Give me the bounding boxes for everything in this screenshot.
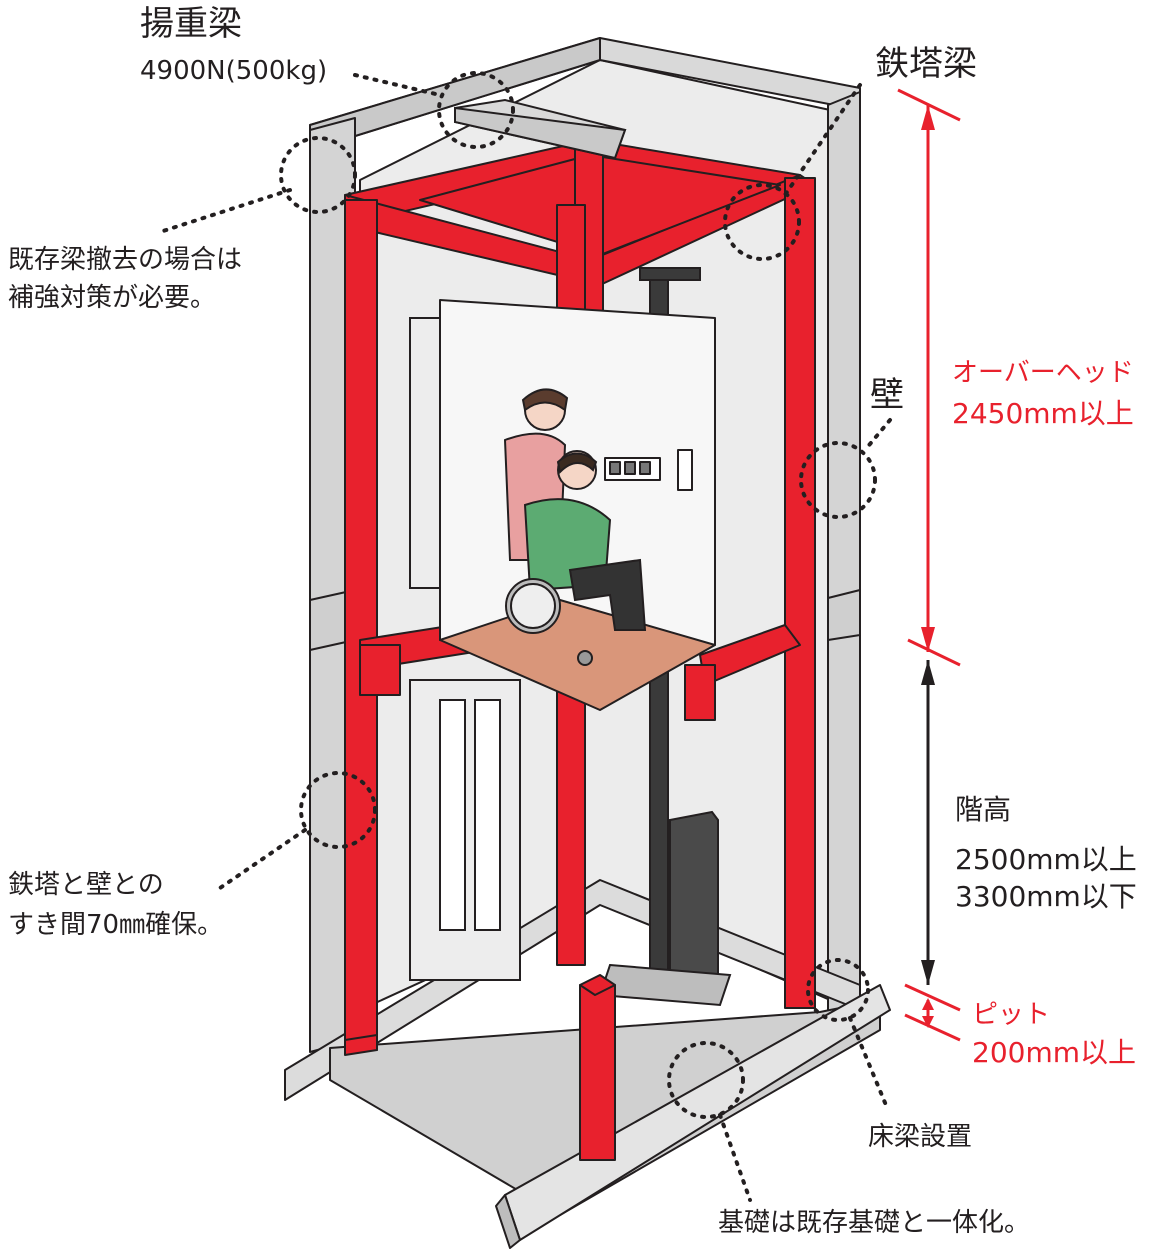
overhead-label: オーバーヘッド: [952, 358, 1134, 388]
hoist-beam-load: 4900N(500kg): [140, 56, 328, 86]
floor-height-max: 3300mm以下: [955, 880, 1137, 913]
tower-beam-label: 鉄塔梁: [875, 44, 977, 84]
beam-removal-line1: 既存梁撤去の場合は: [8, 245, 243, 275]
beam-removal-line2: 補強対策が必要。: [8, 283, 217, 313]
clearance-line1: 鉄塔と壁との: [8, 870, 164, 900]
pit-value: 200mm以上: [972, 1036, 1136, 1069]
leader-lines: [158, 73, 892, 1202]
foundation-label: 基礎は既存基礎と一体化。: [718, 1208, 1031, 1238]
overhead-value: 2450mm以上: [952, 397, 1134, 430]
floor-height-label: 階高: [955, 793, 1012, 826]
hoist-beam-title: 揚重梁: [140, 4, 242, 44]
clearance-line2: すき間70㎜確保。: [8, 910, 224, 940]
floor-height-min: 2500mm以上: [955, 843, 1137, 876]
wall-label: 壁: [870, 375, 904, 415]
pit-label: ピット: [972, 1000, 1051, 1030]
passengers: [503, 388, 647, 666]
hoist-beam: [454, 98, 627, 160]
floor-beam-label: 床梁設置: [868, 1122, 973, 1152]
callout-circles: [279, 71, 877, 1119]
dimension-lines: [897, 88, 961, 1042]
